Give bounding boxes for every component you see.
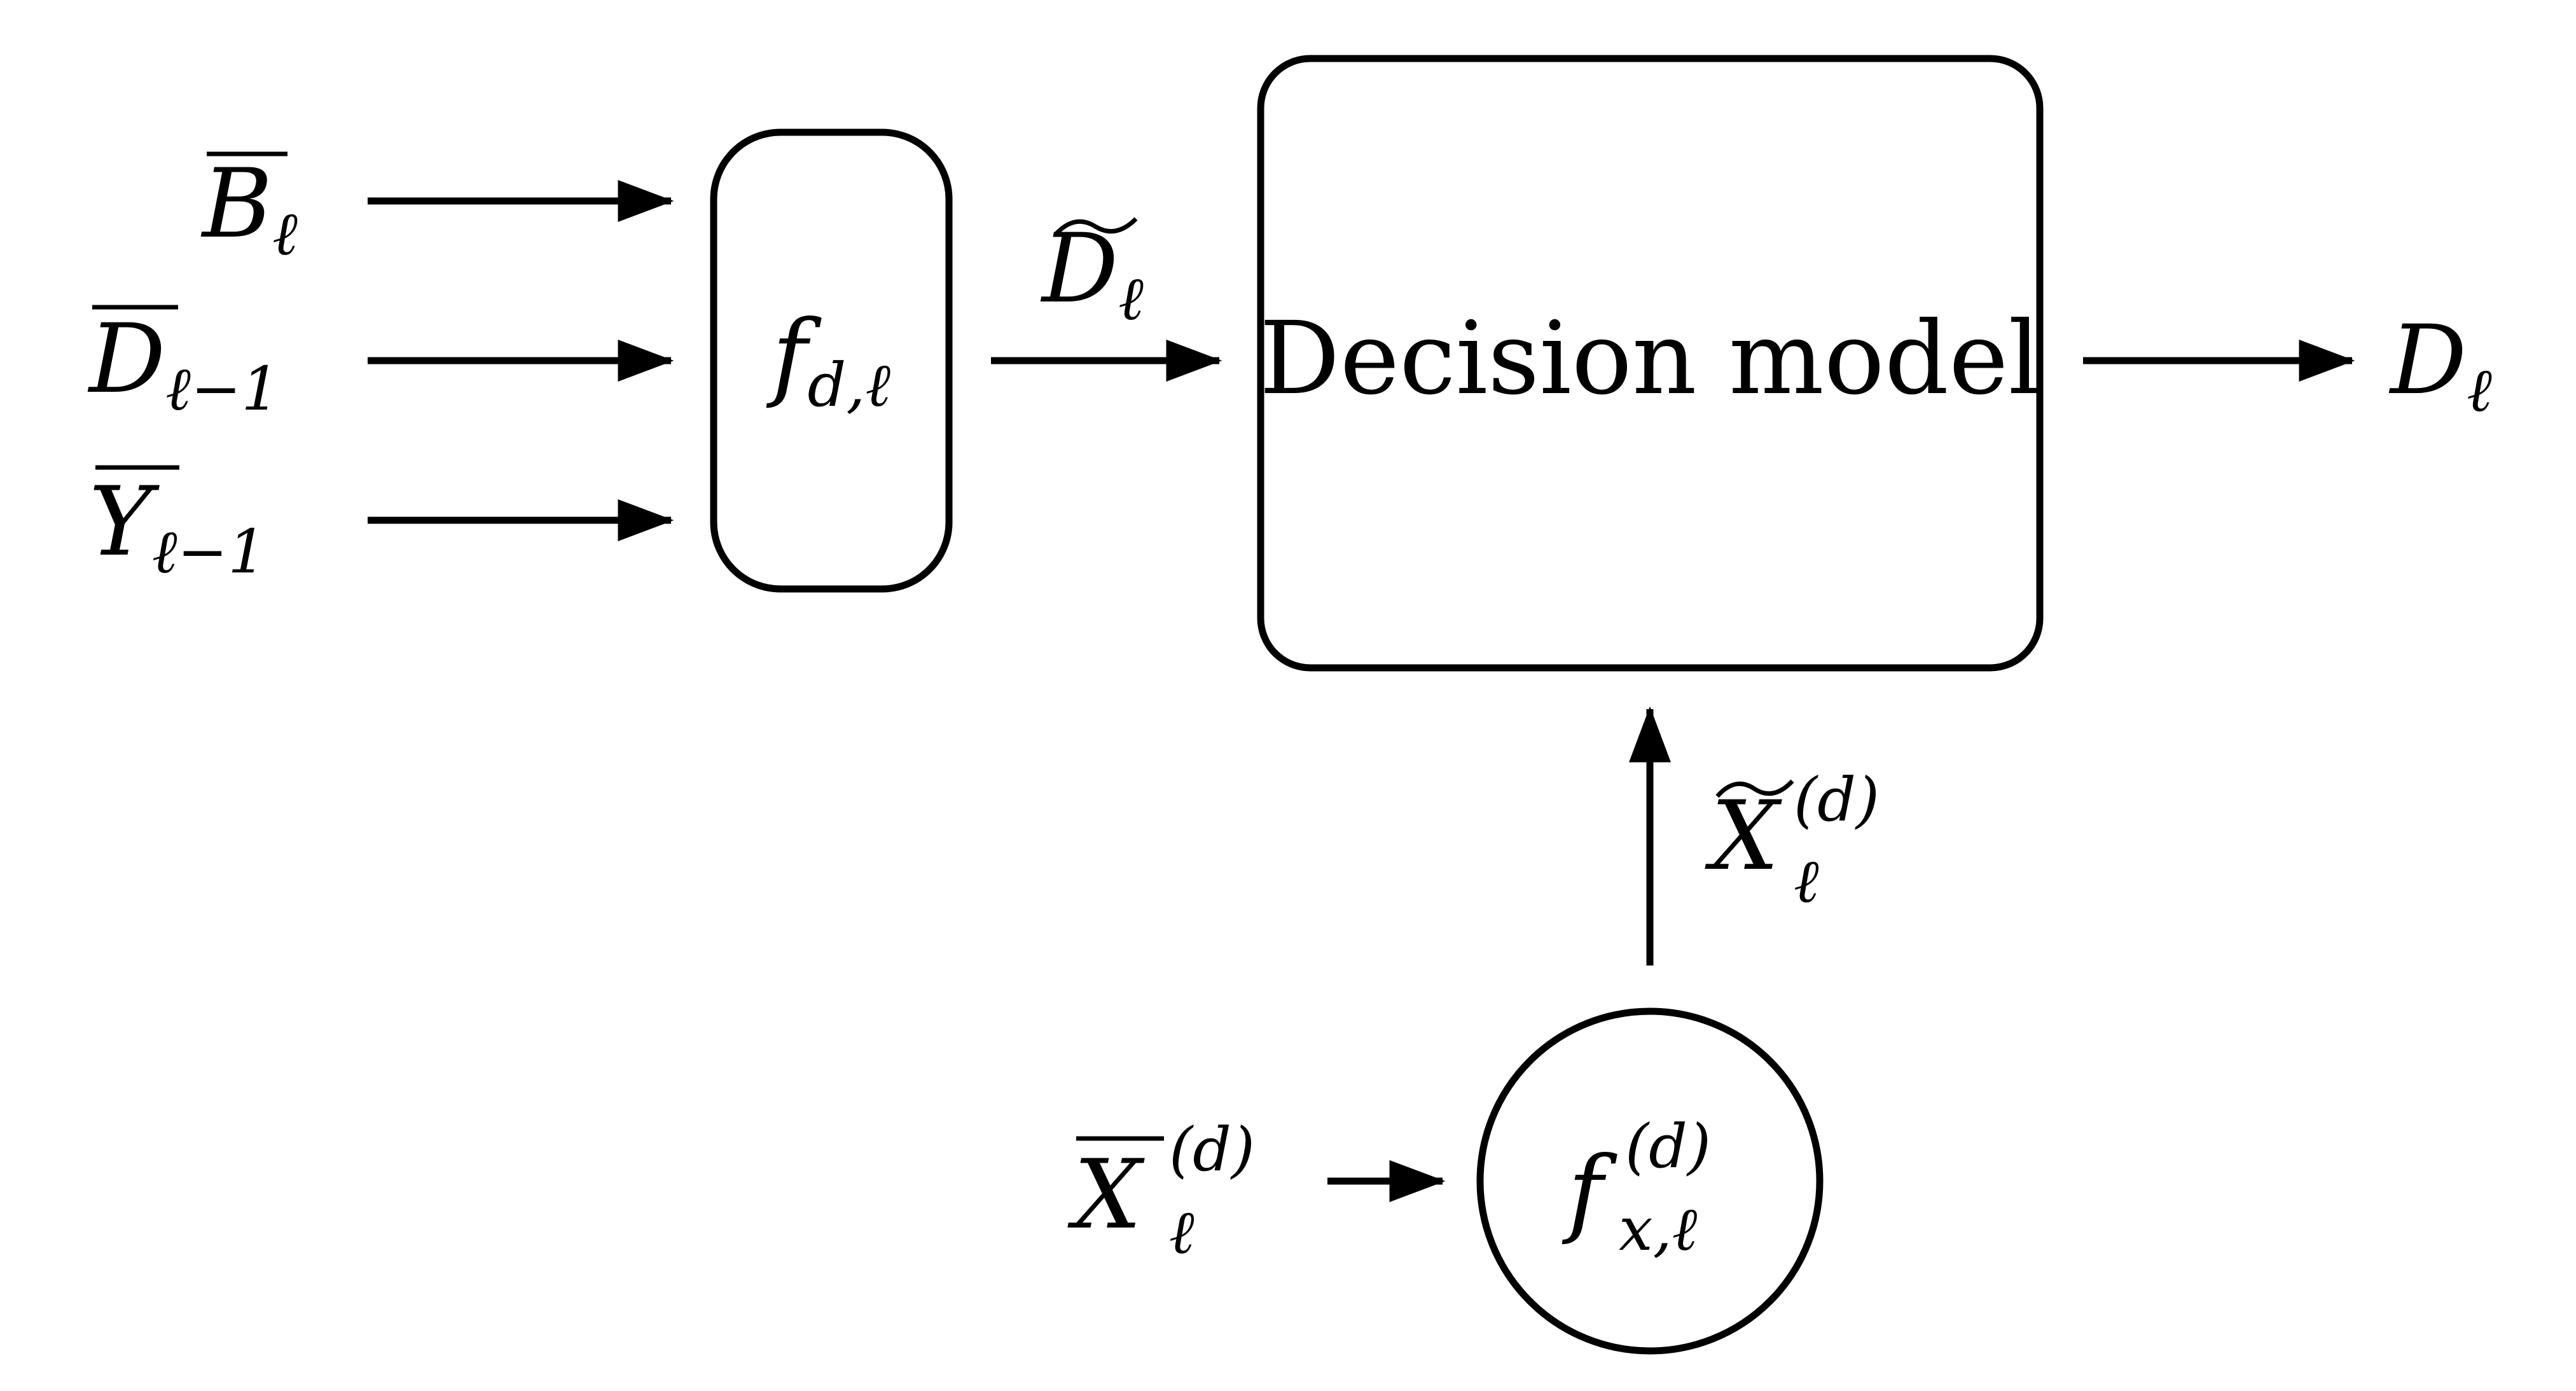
x-tilde-sub: ℓ <box>1794 847 1819 917</box>
output-sub: ℓ <box>2467 356 2492 426</box>
x-bar-sup: (d) <box>1169 1115 1255 1185</box>
output-base: D <box>2388 305 2467 416</box>
svg-text:Dℓ: Dℓ <box>1040 214 1144 334</box>
output-label: Dℓ <box>2388 305 2492 426</box>
svg-text:Yℓ−1: Yℓ−1 <box>89 467 267 587</box>
decision-model-block <box>1257 55 2044 672</box>
fx-sub: x,ℓ <box>1619 1194 1698 1264</box>
tilde-x <box>1715 779 1794 798</box>
label-x-tilde: X (d) ℓ <box>1705 765 1880 917</box>
fx-block <box>1476 1007 1824 1355</box>
label-d-bar-prev: Dℓ−1 <box>87 304 280 424</box>
fd-block <box>710 128 953 593</box>
label-y-bar-prev: Yℓ−1 <box>89 465 267 587</box>
svg-text:Dℓ−1: Dℓ−1 <box>87 304 280 424</box>
d-tilde-sub: ℓ <box>1118 264 1144 334</box>
b-bar-base: B <box>200 149 272 260</box>
d-bar-base: D <box>87 304 165 415</box>
decision-model-label: Decision model <box>1259 300 2040 417</box>
x-bar-sub: ℓ <box>1169 1198 1195 1268</box>
x-tilde-sup: (d) <box>1794 765 1880 835</box>
fx-sup: (d) <box>1625 1112 1711 1182</box>
b-bar-sub: ℓ <box>272 199 298 269</box>
x-bar-base: X <box>1067 1140 1145 1250</box>
d-tilde-base: D <box>1040 214 1118 324</box>
x-tilde-base: X <box>1705 781 1782 892</box>
svg-text:X: X <box>1705 781 1782 892</box>
tilde-d <box>1054 217 1138 236</box>
label-d-tilde: Dℓ <box>1040 214 1144 334</box>
y-bar-base: Y <box>89 467 160 578</box>
y-bar-sub: ℓ−1 <box>152 517 267 587</box>
fd-sub: d,ℓ <box>807 350 890 420</box>
label-b-bar: Bℓ <box>200 149 298 269</box>
svg-text:X: X <box>1067 1140 1145 1250</box>
label-x-bar: X (d) ℓ <box>1067 1115 1255 1268</box>
svg-text:Bℓ: Bℓ <box>200 149 298 269</box>
d-bar-sub: ℓ−1 <box>165 354 280 424</box>
